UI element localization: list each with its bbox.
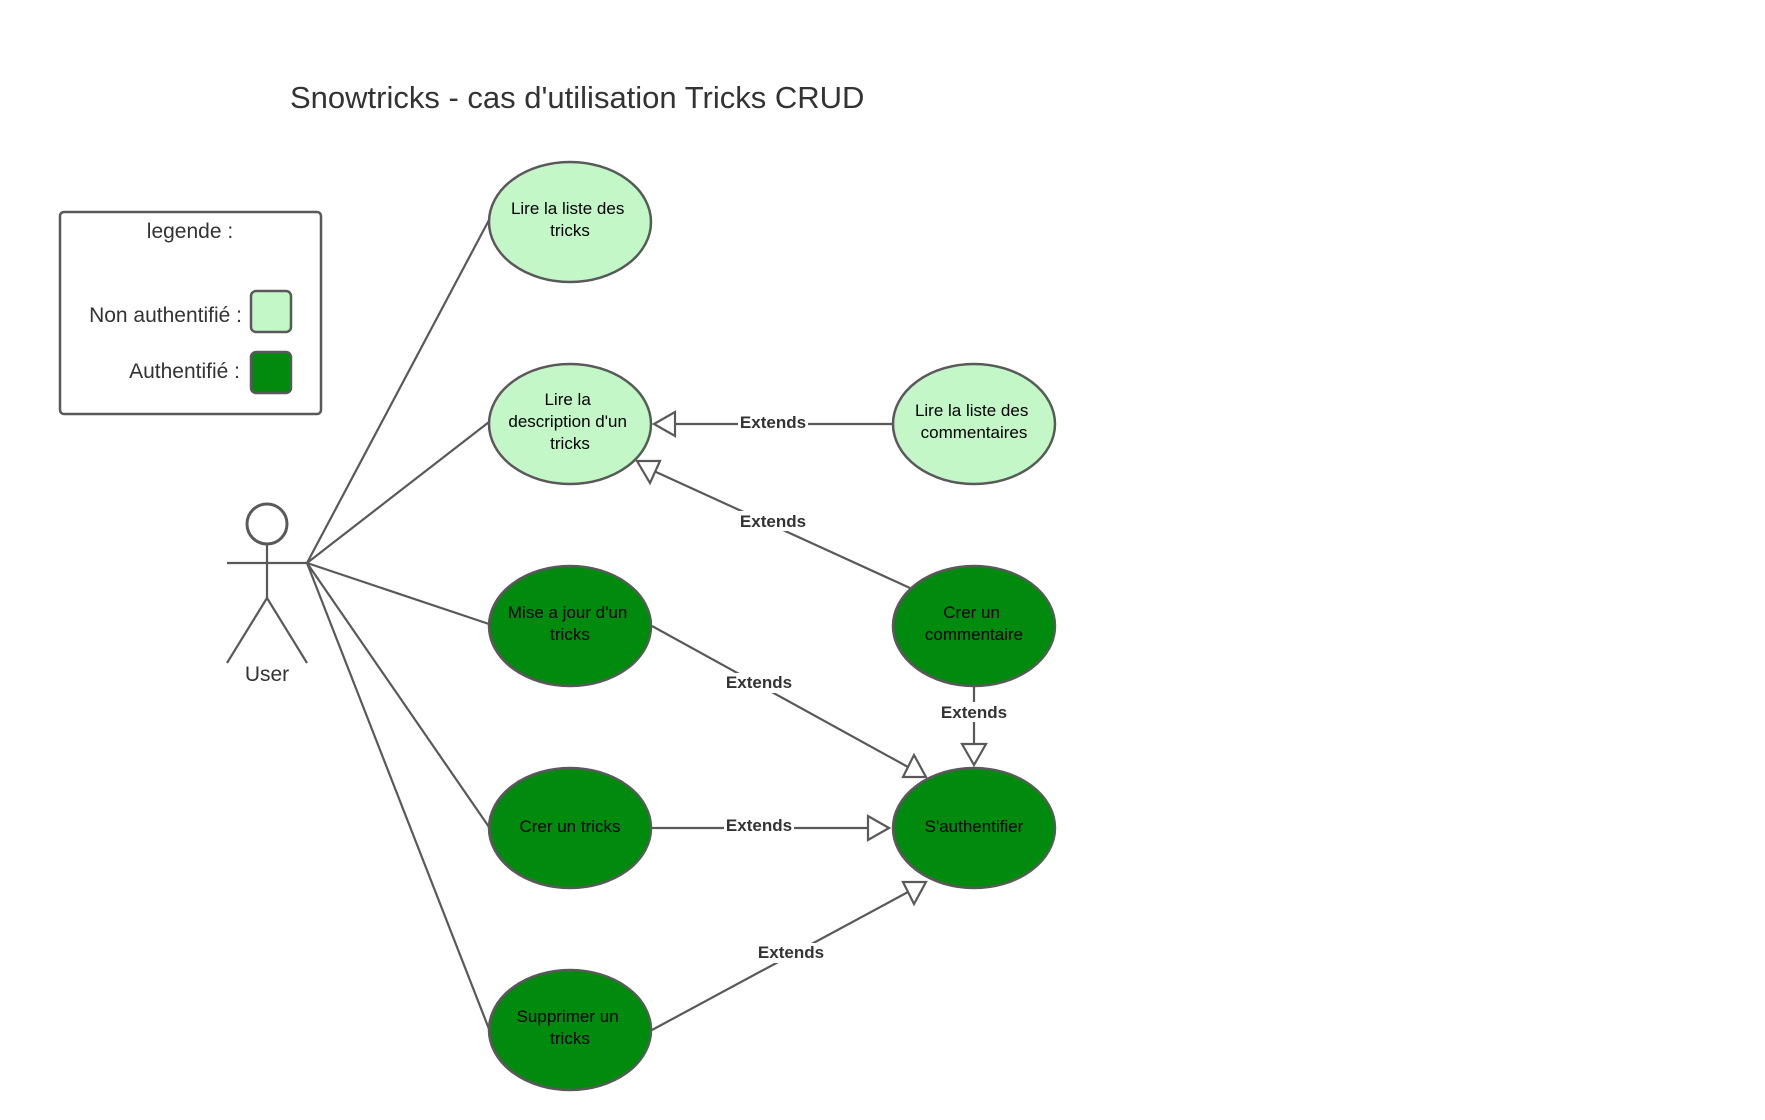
- extends-create-comment-to-read-description: Extends: [635, 459, 911, 590]
- use-case-create-trick: Crer un tricks: [487, 766, 653, 890]
- actor-right-leg: [266, 597, 308, 664]
- svg-text:Mise a jour d'un trick: Mise a jour d'un tricks: [508, 603, 632, 644]
- extends-delete-to-authenticate: Extends: [651, 880, 928, 1031]
- use-cases: Lire la liste des tricks Lire la descrip…: [487, 160, 1057, 1092]
- actor-label: User: [245, 663, 289, 686]
- use-case-label: commentaire: [925, 625, 1023, 644]
- legend-label-auth: Authentifié :: [129, 360, 240, 383]
- extends-create-comment-to-authenticate: Extends: [939, 686, 1009, 768]
- legend-swatch-auth: [249, 350, 293, 395]
- actor-head: [245, 502, 289, 546]
- associations: [305, 219, 491, 1030]
- extends-relations: Extends Extends Extends Extends: [635, 410, 1009, 1031]
- use-case-label: Lire la liste des: [915, 401, 1028, 420]
- use-case-label: S'authentifier: [925, 817, 1024, 836]
- arrowhead: [960, 742, 988, 768]
- association-line: [306, 421, 490, 564]
- svg-text:Lire la description d: Lire la description d'un tricks: [508, 390, 631, 453]
- use-case-label: description d'un: [508, 412, 627, 431]
- use-case-read-tricks-list: Lire la liste des tricks: [487, 160, 653, 284]
- use-case-authenticate: S'authentifier: [891, 766, 1057, 890]
- arrowhead: [651, 410, 677, 438]
- legend-label-non-auth: Non authentifié :: [89, 304, 242, 327]
- arrowhead: [866, 814, 892, 842]
- association-line: [305, 562, 491, 1030]
- use-case-label: Crer un: [943, 603, 1000, 622]
- association-line: [306, 562, 490, 828]
- association-line: [306, 561, 490, 626]
- extends-label: Extends: [758, 943, 824, 962]
- svg-text:Crer un tricks: Crer un tricks: [519, 817, 620, 836]
- use-case-label: tricks: [550, 221, 590, 240]
- actor-user: User: [226, 502, 308, 686]
- use-case-label: Lire la liste des: [511, 199, 624, 218]
- use-case-read-trick-description: Lire la description d'un tricks: [487, 362, 653, 486]
- svg-text:Lire la liste des tric: Lire la liste des tricks: [511, 199, 629, 240]
- svg-text:Supprimer un tricks: Supprimer un tricks: [517, 1007, 624, 1048]
- legend: legende : Non authentifié : Authentifié …: [58, 210, 323, 416]
- diagram-title: Snowtricks - cas d'utilisation Tricks CR…: [290, 80, 864, 115]
- use-case-label: Crer un tricks: [519, 817, 620, 836]
- svg-text:Lire la liste des comm: Lire la liste des commentaires: [915, 401, 1033, 442]
- legend-swatch-non-auth: [249, 289, 293, 334]
- use-case-label: tricks: [550, 625, 590, 644]
- extends-read-comments-to-read-description: Extends: [651, 410, 893, 438]
- use-case-update-trick: Mise a jour d'un tricks: [487, 564, 653, 688]
- use-case-label: Supprimer un: [517, 1007, 619, 1026]
- use-case-read-comments-list: Lire la liste des commentaires: [891, 362, 1057, 486]
- extends-update-to-authenticate: Extends: [651, 625, 928, 779]
- use-case-label: tricks: [550, 434, 590, 453]
- extends-label: Extends: [740, 413, 806, 432]
- use-case-label: Lire la: [544, 390, 591, 409]
- arrowhead: [635, 459, 662, 486]
- svg-text:Crer un commentaire: Crer un commentaire: [925, 603, 1023, 644]
- use-case-label: tricks: [550, 1029, 590, 1048]
- extends-label: Extends: [941, 703, 1007, 722]
- extends-label: Extends: [726, 673, 792, 692]
- legend-heading: legende :: [147, 220, 233, 243]
- use-case-delete-trick: Supprimer un tricks: [487, 968, 653, 1092]
- arrowhead: [901, 880, 928, 907]
- use-case-create-comment: Crer un commentaire: [891, 564, 1057, 688]
- extends-label: Extends: [726, 816, 792, 835]
- extends-label: Extends: [740, 512, 806, 531]
- use-case-label: Mise a jour d'un: [508, 603, 627, 622]
- svg-text:S'authentifier: S'authentifier: [925, 817, 1024, 836]
- arrowhead: [901, 752, 928, 779]
- actor-left-leg: [226, 597, 268, 664]
- extends-create-to-authenticate: Extends: [652, 814, 892, 842]
- association-line: [306, 219, 490, 564]
- use-case-label: commentaires: [921, 423, 1028, 442]
